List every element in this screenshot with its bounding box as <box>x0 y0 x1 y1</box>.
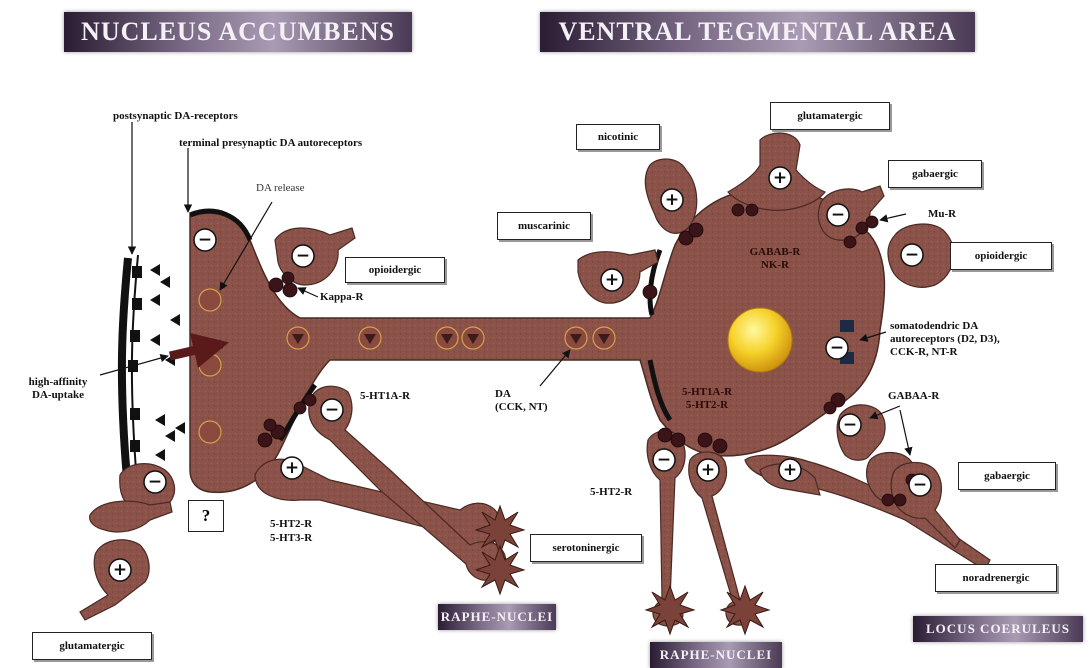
label-da: DA <box>495 388 511 400</box>
plus-sign: + <box>661 189 683 211</box>
label-gaba-b: GABAB-R <box>750 246 801 258</box>
banner-ventral-tegmental-area: VENTRAL TEGMENTAL AREA <box>540 12 975 52</box>
label-somatodendritic: somatodendric DA autoreceptors (D2, D3),… <box>890 320 1000 359</box>
box-opioidergic-left: opioidergic <box>345 257 445 283</box>
label-somato-line2: autoreceptors (D2, D3), <box>890 333 1000 345</box>
label-terminal-presynaptic-autoreceptors: terminal presynaptic DA autoreceptors <box>179 137 362 150</box>
cell-nucleus <box>728 308 792 372</box>
box-opioidergic-right: opioidergic <box>950 242 1052 270</box>
plus-sign: + <box>601 269 623 291</box>
box-gabaergic-top: gabaergic <box>888 160 982 188</box>
label-somato-line3: CCK-R, NT-R <box>890 346 957 358</box>
label-mu-r: Mu-R <box>928 208 956 221</box>
label-nk-r: NK-R <box>761 259 789 271</box>
box-question: ? <box>188 500 224 532</box>
label-cck-nt: (CCK, NT) <box>495 401 548 413</box>
minus-sign: − <box>839 414 861 436</box>
plus-sign: + <box>769 167 791 189</box>
postsynaptic-membrane <box>122 255 185 495</box>
label-5ht2-soma: 5-HT2-R <box>686 399 728 411</box>
label-postsynaptic-da-receptors: postsynaptic DA-receptors <box>113 110 238 123</box>
plus-sign: + <box>779 459 801 481</box>
plus-sign: + <box>109 559 131 581</box>
minus-sign: − <box>827 204 849 226</box>
label-kappa-r: Kappa-R <box>320 291 363 304</box>
minus-sign: − <box>909 474 931 496</box>
minus-sign: − <box>292 245 314 267</box>
plus-sign: + <box>697 459 719 481</box>
label-gaba-b-nk: GABAB-R NK-R <box>740 246 810 272</box>
minus-sign: − <box>826 337 848 359</box>
label-somato-line1: somatodendric DA <box>890 320 978 332</box>
banner-raphe-nuclei-left: RAPHE-NUCLEI <box>438 604 556 630</box>
minus-sign: − <box>144 471 166 493</box>
label-5ht1a-r: 5-HT1A-R <box>360 390 410 403</box>
label-5ht2-r: 5-HT2-R <box>270 518 312 531</box>
label-high-affinity-line1: high-affinity <box>29 376 88 388</box>
label-5ht2-bottom: 5-HT2-R <box>590 486 632 499</box>
label-5ht1a-soma: 5-HT1A-R <box>682 386 732 398</box>
minus-sign: − <box>901 244 923 266</box>
label-gaba-a-r: GABAA-R <box>888 390 939 403</box>
box-muscarinic: muscarinic <box>497 212 591 240</box>
minus-sign: − <box>321 399 343 421</box>
banner-nucleus-accumbens: NUCLEUS ACCUMBENS <box>64 12 412 52</box>
box-gabaergic-bottom: gabaergic <box>958 462 1056 490</box>
label-5ht-soma: 5-HT1A-R 5-HT2-R <box>672 386 742 412</box>
plus-sign: + <box>281 457 303 479</box>
label-high-affinity-line2: DA-uptake <box>32 389 84 401</box>
box-glutamatergic-bottom: glutamatergic <box>32 632 152 660</box>
box-nicotinic: nicotinic <box>576 124 660 150</box>
label-high-affinity: high-affinity DA-uptake <box>20 376 96 402</box>
label-da-cck-nt: DA (CCK, NT) <box>495 388 555 414</box>
box-glutamatergic-top: glutamatergic <box>770 102 890 130</box>
label-da-release: DA release <box>256 182 305 195</box>
box-serotoninergic: serotoninergic <box>530 534 642 562</box>
banner-locus-coeruleus: LOCUS COERULEUS <box>913 616 1083 642</box>
banner-raphe-nuclei-bottom: RAPHE-NUCLEI <box>650 642 782 668</box>
minus-sign: − <box>194 229 216 251</box>
label-5ht3-r: 5-HT3-R <box>270 532 312 545</box>
minus-sign: − <box>653 449 675 471</box>
box-noradrenergic: noradrenergic <box>935 564 1057 592</box>
